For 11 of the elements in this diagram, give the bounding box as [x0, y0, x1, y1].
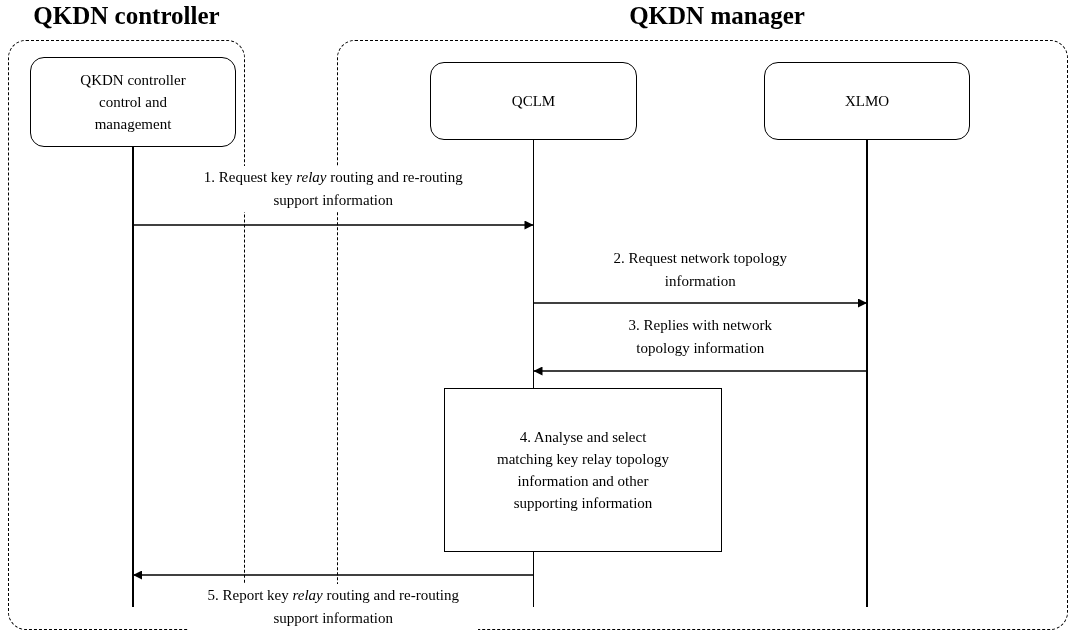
participant-box: QCLM: [430, 62, 637, 140]
group-title: QKDN manager: [628, 2, 806, 30]
process-box: 4. Analyse and select matching key relay topology information and other supporting information: [444, 388, 722, 552]
message-arrow: [132, 570, 535, 580]
message-arrow: [132, 220, 535, 230]
participant-box: QKDN controller control and management: [30, 57, 236, 147]
participant-box: XLMO: [764, 62, 970, 140]
message-arrow: [532, 298, 868, 308]
message-label: 5. Report key relay routing and re-routing support information: [188, 584, 479, 630]
group-title: QKDN controller: [32, 2, 221, 30]
message-arrow: [532, 366, 868, 376]
